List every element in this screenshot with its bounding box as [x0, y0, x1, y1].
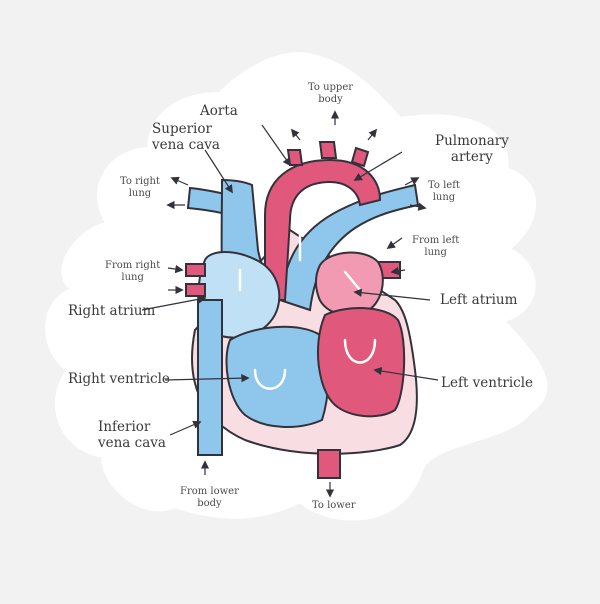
- label-right-ventricle: Right ventricle: [68, 371, 170, 387]
- pulmonary-artery: [278, 183, 420, 312]
- label-left-ventricle: Left ventricle: [441, 375, 534, 391]
- label-superior-vena-cava: Superior vena cava: [152, 121, 220, 153]
- label-to-lower: To lower: [312, 500, 356, 511]
- left-atrium-chamber: [314, 251, 384, 317]
- label-right-atrium: Right atrium: [68, 303, 156, 319]
- aorta-branches: [286, 141, 370, 168]
- label-aorta: Aorta: [200, 103, 238, 119]
- right-ventricle-chamber: [225, 325, 330, 428]
- label-to-upper-body: To upper body: [308, 82, 354, 105]
- label-left-atrium: Left atrium: [440, 292, 518, 308]
- label-to-left-lung: To left lung: [428, 180, 460, 203]
- label-from-left-lung: From left lung: [412, 235, 460, 258]
- descending-aorta: [317, 449, 341, 479]
- label-from-lower-body: From lower body: [180, 486, 239, 509]
- inferior-vena-cava: [197, 299, 223, 456]
- aorta-arch: [264, 158, 382, 301]
- label-inferior-vena-cava: Inferior vena cava: [98, 419, 166, 451]
- label-arrows: [141, 110, 439, 498]
- label-to-right-lung: To right lung: [120, 176, 160, 199]
- label-pulmonary-artery: Pulmonary artery: [435, 133, 509, 165]
- flow-arrows: [238, 228, 377, 390]
- label-from-right-lung: From right lung: [105, 260, 161, 283]
